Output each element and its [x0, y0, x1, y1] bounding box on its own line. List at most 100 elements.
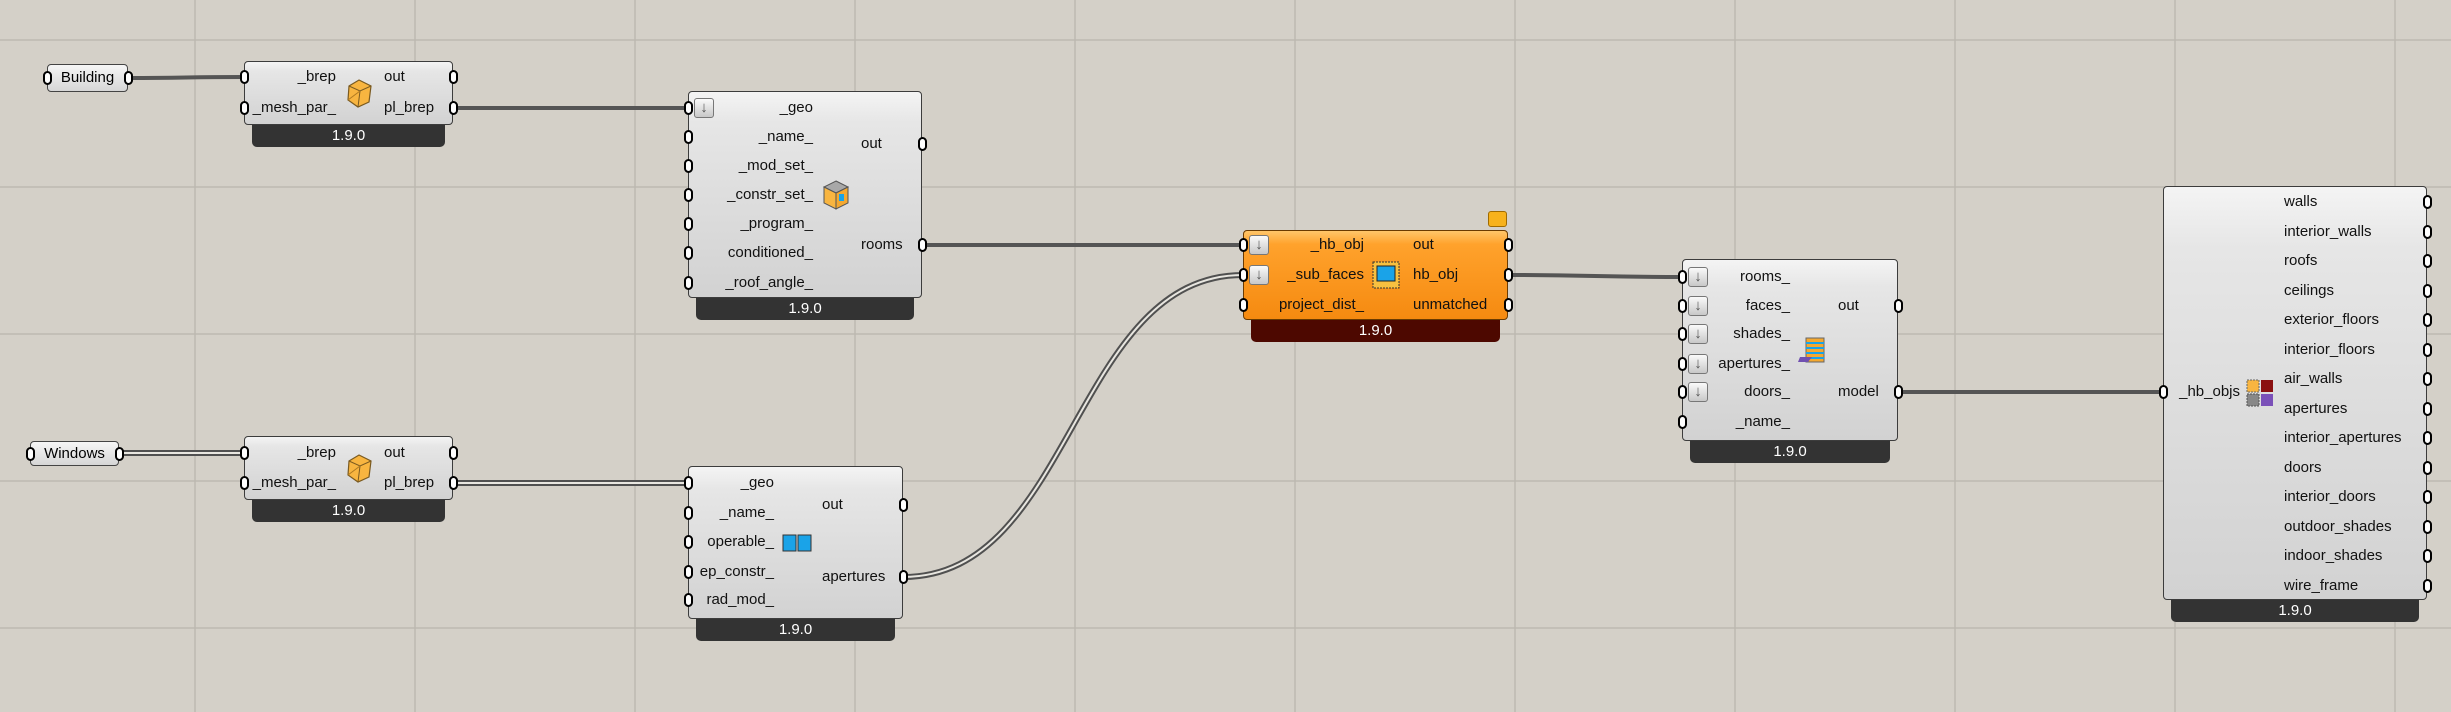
output-param-label[interactable]: unmatched [1413, 296, 1488, 313]
output-port[interactable] [2423, 578, 2432, 593]
output-port[interactable] [2423, 195, 2432, 209]
input-port[interactable] [684, 130, 693, 144]
input-port[interactable] [684, 101, 693, 115]
output-port[interactable] [2423, 401, 2432, 416]
output-param-label[interactable]: interior_floors [2284, 340, 2375, 358]
input-param-label[interactable]: _program_ [740, 215, 813, 232]
output-param-label[interactable]: rooms [861, 236, 903, 253]
flatten-icon[interactable]: ↓ [1688, 324, 1708, 344]
input-port[interactable] [1239, 298, 1248, 312]
output-param-label[interactable]: out [1838, 297, 1859, 314]
input-port[interactable] [684, 217, 693, 231]
message-balloon-icon[interactable] [1488, 211, 1507, 227]
input-port[interactable] [684, 159, 693, 173]
output-port[interactable] [449, 70, 458, 84]
input-param-label[interactable]: _name_ [719, 504, 774, 521]
output-port[interactable] [449, 476, 458, 490]
output-port[interactable] [899, 570, 908, 584]
output-param-label[interactable]: air_walls [2284, 370, 2343, 387]
input-port[interactable] [684, 188, 693, 202]
output-port[interactable] [1504, 298, 1513, 312]
output-port[interactable] [918, 238, 927, 252]
input-param-label[interactable]: _mesh_par_ [252, 99, 336, 116]
output-port[interactable] [2423, 313, 2432, 327]
input-port[interactable] [684, 593, 693, 607]
panel-input-port[interactable] [43, 71, 52, 85]
output-param-label[interactable]: out [822, 496, 843, 513]
output-param-label[interactable]: interior_walls [2284, 222, 2372, 240]
flatten-icon[interactable]: ↓ [1688, 267, 1708, 287]
flatten-icon[interactable]: ↓ [1688, 296, 1708, 316]
input-port[interactable] [2159, 385, 2168, 399]
output-port[interactable] [2423, 519, 2432, 534]
output-port[interactable] [2423, 431, 2432, 445]
output-param-label[interactable]: exterior_floors [2284, 311, 2380, 328]
input-param-label[interactable]: conditioned_ [727, 244, 813, 261]
input-param-label[interactable]: _roof_angle_ [725, 274, 813, 291]
input-param-label[interactable]: apertures_ [1718, 355, 1790, 372]
component-model[interactable] [1682, 259, 1898, 441]
panel-output-port[interactable] [124, 71, 133, 85]
flatten-icon[interactable]: ↓ [694, 98, 714, 118]
input-param-label[interactable]: _sub_faces [1287, 266, 1364, 283]
input-param-label[interactable]: _brep [297, 444, 336, 461]
input-port[interactable] [684, 246, 693, 260]
component-deconstruct-by-type[interactable] [2163, 186, 2427, 600]
output-port[interactable] [449, 101, 458, 115]
input-port[interactable] [1678, 385, 1687, 399]
flatten-icon[interactable]: ↓ [1688, 382, 1708, 402]
input-param-label[interactable]: faces_ [1745, 297, 1790, 314]
input-port[interactable] [1678, 415, 1687, 429]
output-param-label[interactable]: apertures [2284, 399, 2348, 417]
output-param-label[interactable]: indoor_shades [2284, 547, 2383, 564]
input-param-label[interactable]: doors_ [1744, 383, 1790, 400]
component-room-from-solid[interactable] [688, 91, 922, 298]
input-port[interactable] [1678, 327, 1687, 341]
flatten-icon[interactable]: ↓ [1688, 354, 1708, 374]
output-port[interactable] [2423, 372, 2432, 386]
panel-building[interactable]: Building [47, 64, 128, 92]
panel-input-port[interactable] [26, 446, 35, 461]
input-port[interactable] [1678, 299, 1687, 313]
output-port[interactable] [2423, 549, 2432, 563]
output-port[interactable] [2423, 224, 2432, 239]
input-port[interactable] [1239, 238, 1248, 252]
output-port[interactable] [2423, 283, 2432, 298]
output-param-label[interactable]: hb_obj [1413, 266, 1459, 283]
flatten-icon[interactable]: ↓ [1249, 265, 1269, 285]
input-port[interactable] [1239, 268, 1248, 282]
output-port[interactable] [2423, 342, 2432, 357]
output-param-label[interactable]: outdoor_shades [2284, 517, 2392, 535]
output-port[interactable] [918, 137, 927, 151]
output-param-label[interactable]: interior_apertures [2284, 429, 2402, 446]
output-port[interactable] [1894, 385, 1903, 399]
output-port[interactable] [2423, 254, 2432, 268]
panel-windows[interactable]: Windows [30, 441, 119, 466]
input-param-label[interactable]: shades_ [1733, 325, 1790, 342]
input-port[interactable] [684, 476, 693, 490]
input-param-label[interactable]: _geo [779, 99, 813, 116]
input-param-label[interactable]: rad_mod_ [706, 591, 774, 608]
input-param-label[interactable]: project_dist_ [1278, 296, 1364, 313]
output-param-label[interactable]: apertures [822, 568, 886, 585]
input-port[interactable] [240, 476, 249, 490]
input-param-label[interactable]: ep_constr_ [699, 563, 774, 580]
output-port[interactable] [1504, 238, 1513, 252]
output-port[interactable] [2423, 460, 2432, 475]
input-param-label[interactable]: _mesh_par_ [252, 474, 336, 491]
output-param-label[interactable]: pl_brep [384, 474, 435, 491]
output-param-label[interactable]: wire_frame [2284, 576, 2359, 594]
input-port[interactable] [240, 70, 249, 84]
input-param-label[interactable]: _brep [297, 68, 336, 85]
output-param-label[interactable]: doors [2284, 458, 2322, 476]
input-param-label[interactable]: _constr_set_ [727, 186, 813, 203]
input-param-label[interactable]: _hb_obj [1310, 236, 1364, 253]
input-port[interactable] [1678, 270, 1687, 284]
output-param-label[interactable]: pl_brep [384, 99, 435, 116]
input-param-label[interactable]: _geo [740, 474, 774, 491]
flatten-icon[interactable]: ↓ [1249, 235, 1269, 255]
output-port[interactable] [1504, 268, 1513, 282]
output-param-label[interactable]: out [384, 444, 405, 461]
input-port[interactable] [684, 506, 693, 520]
output-param-label[interactable]: ceilings [2284, 281, 2335, 299]
